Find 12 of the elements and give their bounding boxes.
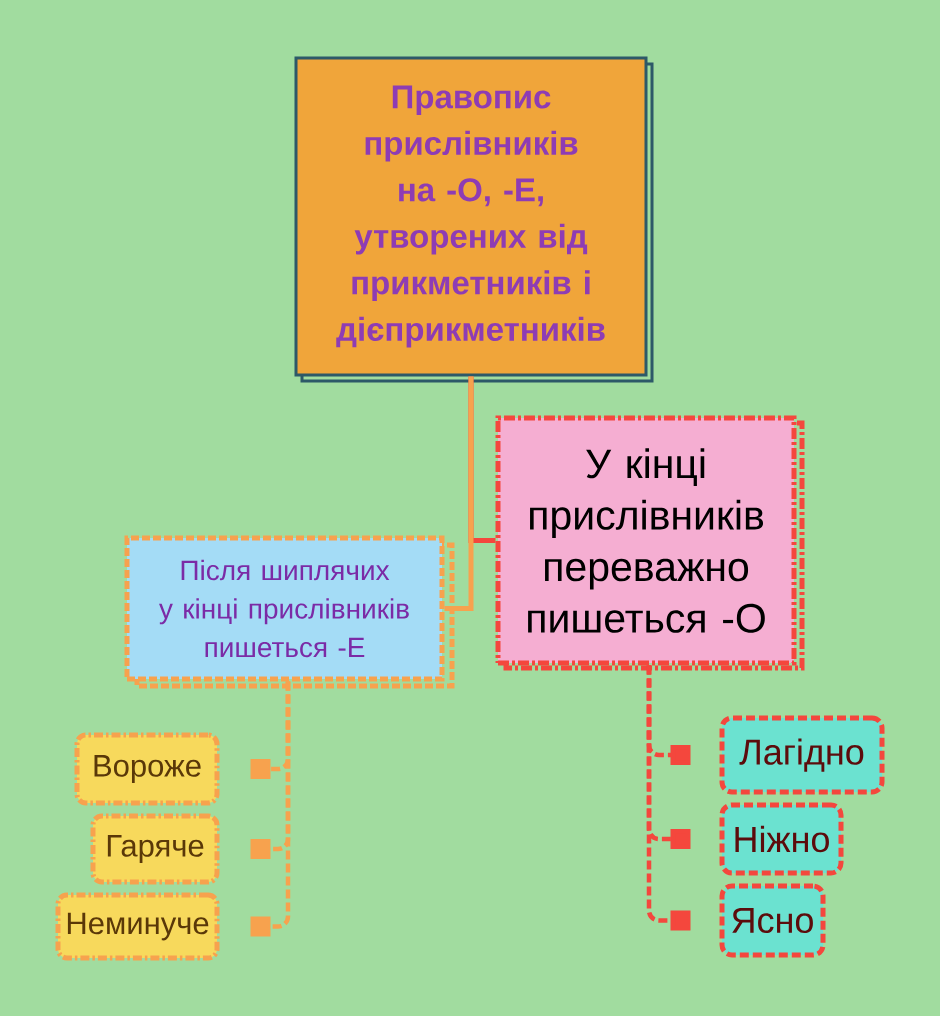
example-box: Гаряче bbox=[90, 813, 220, 885]
example-box: Неминуче bbox=[55, 892, 220, 961]
example-box: Вороже bbox=[74, 732, 220, 806]
example-box: Ясно bbox=[719, 883, 826, 958]
example-box: Ніжно bbox=[719, 802, 844, 876]
connector bbox=[444, 376, 474, 611]
rule-box: Після шиплячих у кінці прислівників пишеться -Е bbox=[124, 535, 455, 689]
connector bbox=[250, 681, 291, 937]
topic-box: Правопис прислівників на -О, -Е, утворених від прикметників і дієприкметників bbox=[294, 56, 654, 383]
rule-box: У кінці прислівників переважно пишеться -О bbox=[495, 415, 805, 671]
connector bbox=[646, 665, 691, 931]
example-box: Лагідно bbox=[719, 715, 885, 795]
